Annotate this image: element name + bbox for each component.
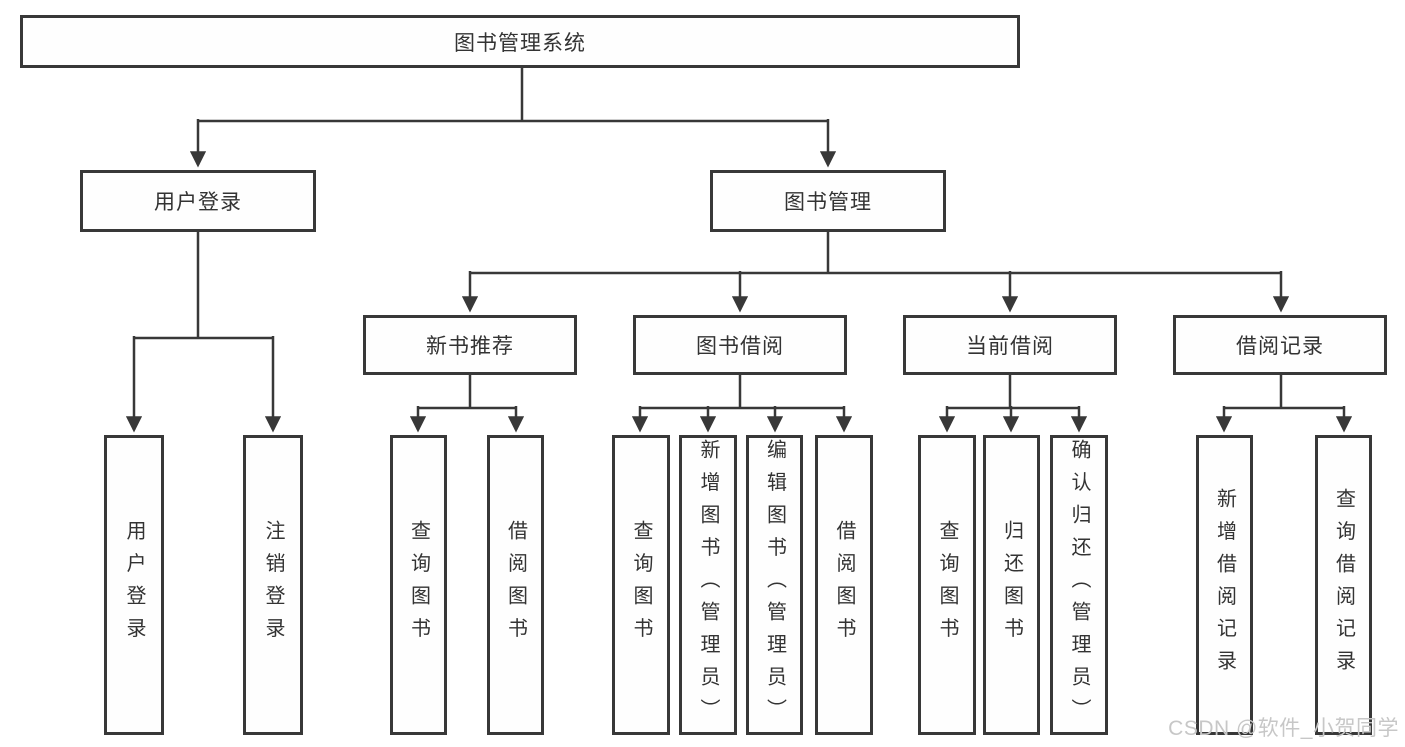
node-borrowing-records: 借阅记录 — [1173, 315, 1387, 375]
node-new-book-recommendation: 新书推荐 — [363, 315, 577, 375]
csdn-watermark: CSDN @软件_小贺同学 — [1168, 717, 1399, 740]
node-label: 查询图书 — [936, 520, 958, 650]
node-book-borrowing: 图书借阅 — [633, 315, 847, 375]
leaf-add-borrow-record: 新增借阅记录 — [1196, 435, 1253, 735]
node-current-borrowing: 当前借阅 — [903, 315, 1117, 375]
node-label: 图书管理系统 — [454, 31, 586, 55]
node-label: 归还图书 — [1000, 520, 1023, 650]
node-label: 新增图书（管理员） — [697, 439, 719, 731]
node-label: 新书推荐 — [426, 335, 514, 358]
node-label: 用户登录 — [154, 191, 242, 214]
node-label: 借阅记录 — [1236, 335, 1324, 358]
leaf-logout: 注销登录 — [243, 435, 303, 735]
leaf-query-books-2: 查询图书 — [612, 435, 670, 735]
leaf-user-login: 用户登录 — [104, 435, 164, 735]
node-label: 注销登录 — [262, 520, 284, 650]
leaf-edit-books-admin: 编辑图书（管理员） — [746, 435, 803, 735]
leaf-add-books-admin: 新增图书（管理员） — [679, 435, 737, 735]
node-label: 当前借阅 — [966, 335, 1054, 358]
leaf-query-borrow-record: 查询借阅记录 — [1315, 435, 1372, 735]
node-label: 新增借阅记录 — [1213, 487, 1236, 683]
node-label: 借阅图书 — [504, 520, 527, 650]
leaf-query-books-3: 查询图书 — [918, 435, 976, 735]
node-book-management-branch: 图书管理 — [710, 170, 946, 232]
node-book-management-system: 图书管理系统 — [20, 15, 1020, 68]
leaf-borrow-books-1: 借阅图书 — [487, 435, 544, 735]
node-label: 查询图书 — [630, 520, 652, 650]
node-user-login-branch: 用户登录 — [80, 170, 316, 232]
node-label: 查询图书 — [407, 520, 430, 650]
node-label: 查询借阅记录 — [1332, 487, 1355, 683]
node-label: 图书借阅 — [696, 335, 784, 358]
leaf-borrow-books-2: 借阅图书 — [815, 435, 873, 735]
node-label: 确认归还（管理员） — [1068, 439, 1090, 731]
node-label: 图书管理 — [784, 191, 872, 214]
node-label: 编辑图书（管理员） — [763, 439, 786, 731]
leaf-query-books-1: 查询图书 — [390, 435, 447, 735]
leaf-confirm-return-admin: 确认归还（管理员） — [1050, 435, 1108, 735]
node-label: 用户登录 — [123, 520, 145, 650]
node-label: 借阅图书 — [833, 520, 855, 650]
leaf-return-books: 归还图书 — [983, 435, 1040, 735]
